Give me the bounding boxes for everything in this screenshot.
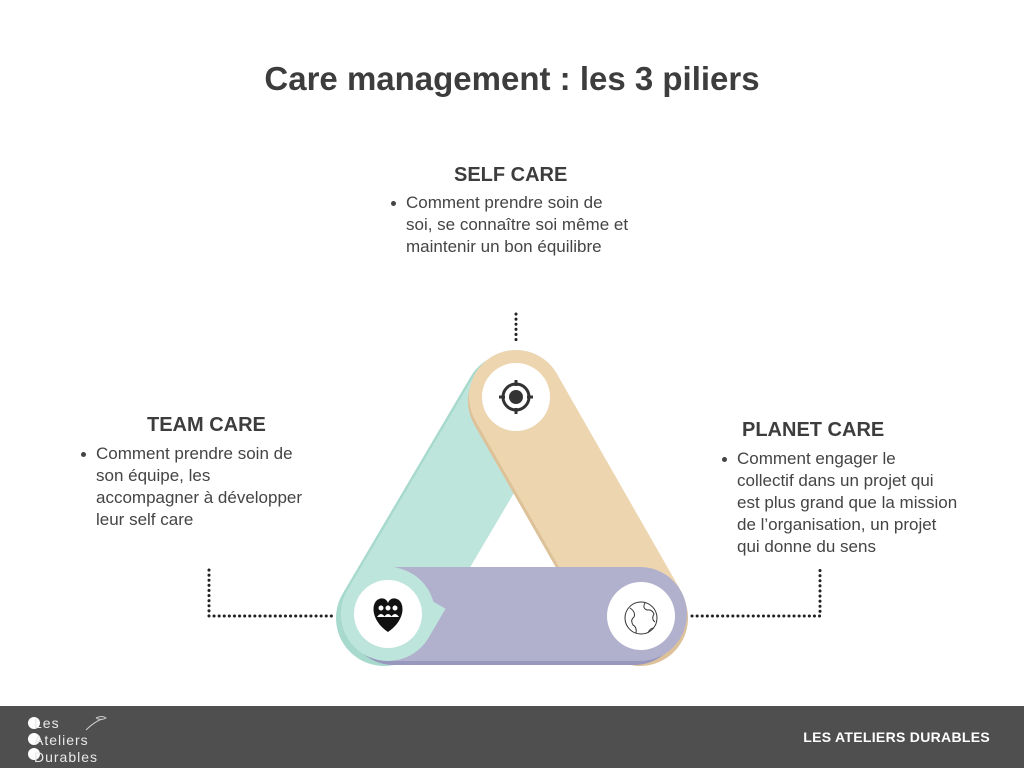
logo-line-2: Ateliers: [34, 732, 89, 748]
team-care-heading: TEAM CARE: [147, 414, 266, 436]
connector-lines: [207, 312, 822, 618]
planet-connector: [690, 565, 822, 618]
pillars-triangle-diagram: [207, 312, 822, 666]
logo-mark-icon: [28, 717, 40, 760]
logo-leaf-icon: [85, 716, 107, 731]
self-care-heading: SELF CARE: [454, 164, 568, 186]
footer-logo: Les Ateliers Durables: [26, 712, 126, 765]
planet-icon-disc: [607, 582, 675, 650]
target-icon: [499, 380, 533, 414]
globe-icon: [624, 601, 658, 635]
logo-line-3: Durables: [34, 749, 99, 765]
planet-care-heading: PLANET CARE: [742, 419, 885, 441]
logo-line-1: Les: [34, 715, 60, 731]
footer-brand: LES ATELIERS DURABLES: [803, 729, 990, 745]
footer-bar: Les Ateliers Durables LES ATELIERS DURAB…: [0, 706, 1024, 768]
page-title: Care management : les 3 piliers: [264, 60, 760, 97]
heart-team-icon: [373, 598, 403, 632]
team-connector: [207, 568, 337, 618]
